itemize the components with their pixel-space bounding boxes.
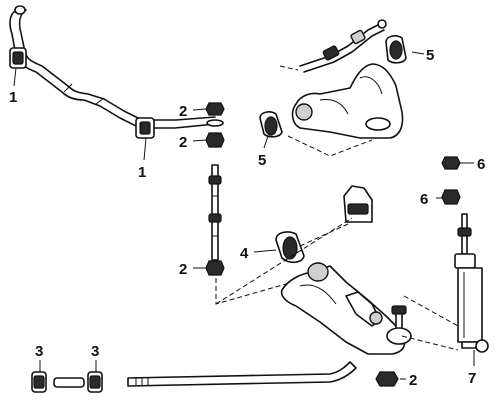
- spacer-sleeve: [53, 377, 85, 388]
- upper-control-arm: [291, 63, 404, 139]
- lower-arm-nut: [375, 371, 399, 387]
- shock-absorber: [454, 213, 489, 353]
- link-washer: [206, 119, 224, 127]
- link-nut-upper-a: [205, 102, 225, 116]
- callout-shock-nut-top: 6: [477, 156, 485, 173]
- callout-stabilizer-bushing-center: 1: [138, 164, 146, 181]
- callout-link-nut-upper-a: 2: [179, 103, 187, 120]
- bushing-pair-left: [31, 371, 47, 393]
- shock-nut-top: [441, 156, 461, 170]
- lower-arm-bushing: [275, 231, 305, 264]
- link-nut-upper-b: [205, 132, 225, 148]
- callout-link-nut-upper-b: 2: [179, 134, 187, 151]
- callout-link-nut-lower: 2: [179, 261, 187, 278]
- tension-rod: [127, 361, 357, 387]
- bump-stop: [343, 185, 373, 223]
- callout-stabilizer-bushing-left: 1: [9, 89, 17, 106]
- bushing-pair-right: [87, 371, 103, 393]
- callout-bushing-pair-right: 3: [91, 343, 99, 360]
- callout-upper-arm-bushing-right: 5: [426, 47, 434, 64]
- upper-arm-bushing-right: [385, 35, 407, 64]
- stabilizer-bar: [9, 5, 216, 129]
- link-nut-lower: [205, 260, 225, 276]
- callout-upper-arm-bushing-left: 5: [258, 152, 266, 169]
- lower-control-arm: [280, 262, 406, 355]
- stabilizer-bushing-left: [9, 47, 27, 69]
- upper-arm-bolt: [299, 19, 387, 73]
- leader-lines: [13, 51, 475, 380]
- ball-joint: [386, 305, 412, 345]
- callouts: 1 1 2 2 2 2 3 3 4 5 5 6 6 7: [9, 47, 485, 389]
- stabilizer-link-rod: [208, 164, 222, 261]
- callout-lower-arm-bushing: 4: [240, 245, 249, 262]
- callout-bushing-pair-left: 3: [35, 343, 43, 360]
- upper-arm-bushing-left: [259, 111, 283, 138]
- stabilizer-bushing-center: [135, 117, 155, 139]
- callout-lower-arm-nut: 2: [409, 372, 417, 389]
- callout-shock-nut-second: 6: [420, 191, 428, 208]
- callout-shock-absorber: 7: [468, 370, 476, 387]
- shock-nut-second: [441, 189, 461, 205]
- assembly-lines: [215, 65, 459, 351]
